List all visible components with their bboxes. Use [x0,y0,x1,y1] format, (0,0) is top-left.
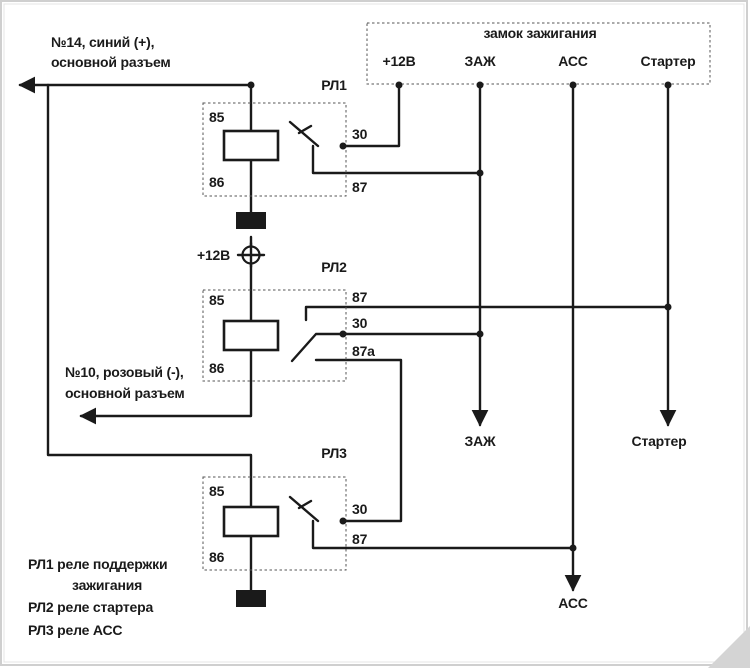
rl1-pin-87: 87 [352,179,368,195]
supply-12v-label: +12В [197,247,230,263]
rl1-coil [222,129,280,162]
rl1-pin-30: 30 [352,126,368,142]
wire-10-minus [79,348,253,425]
rl2-coil [222,319,280,352]
output-zazh-label: ЗАЖ [465,433,496,449]
rl2-box [202,289,347,382]
rl1-box [202,102,347,197]
wire14-label-line2: основной разъем [51,54,171,70]
node-switch-12v [395,81,403,89]
rl3-node-30 [339,517,347,525]
rl2-pin-87a: 87а [352,343,375,359]
ignition-switch-box [366,22,711,85]
output-starter-label: Стартер [632,433,687,449]
switch-terminal-zazh: ЗАЖ [465,53,496,69]
rl1-name: РЛ1 [321,77,347,93]
node-acc-rl3 [569,544,577,552]
rl2-node-30 [339,330,347,338]
rl3-name: РЛ3 [321,445,347,461]
wire-rl2-87a-rl3-30 [314,358,403,523]
rl2-pin-30: 30 [352,315,368,331]
rl3-box [202,476,347,571]
node-zazh-rl2 [476,330,484,338]
switch-terminal-acc: АСС [558,53,587,69]
rl3-coil [222,505,280,538]
legend-rl3: РЛ3 реле АСС [28,622,122,638]
rl3-ground-icon [236,590,266,607]
rl2-name: РЛ2 [321,259,347,275]
switch-terminal-starter: Стартер [641,53,696,69]
rl3-pin-87: 87 [352,531,368,547]
rl1-contact [288,120,320,148]
diagram-inner-frame [3,3,745,663]
ignition-switch-title: замок зажигания [483,25,596,41]
wire10-label-line1: №10, розовый (-), [65,364,184,380]
rl3-contact-hook [297,499,313,510]
node-wire14 [247,81,255,89]
node-zazh-rl1 [476,169,484,177]
rl1-pin-86: 86 [209,174,225,190]
wire-rl3-87-acc [311,519,575,550]
node-starter-rl2 [664,303,672,311]
node-switch-zazh [476,81,484,89]
switch-terminal-plus12v: +12В [382,53,415,69]
output-acc-label: АСС [558,595,587,611]
wire-rl1-87-zazh [311,144,482,175]
wire14-label-line1: №14, синий (+), [51,34,154,50]
node-switch-starter [664,81,672,89]
wire-switch-12v-rl1-30 [341,83,401,148]
rl3-pin-86: 86 [209,549,225,565]
wire-14-plus [46,83,253,509]
rl3-contact [288,495,320,523]
rl1-node-30 [339,142,347,150]
rl2-contact [290,332,345,363]
legend-rl2: РЛ2 реле стартера [28,599,153,615]
rl2-pin-86: 86 [209,360,225,376]
rl1-contact-hook [297,124,313,135]
rl1-ground-icon [236,212,266,229]
legend-rl1-line1: РЛ1 реле поддержки [28,556,167,572]
node-switch-acc [569,81,577,89]
legend-rl1-line2: зажигания [72,577,142,593]
rl1-pin-85: 85 [209,109,225,125]
rl3-pin-85: 85 [209,483,225,499]
supply-crosshair [236,241,266,269]
rl2-pin-85: 85 [209,292,225,308]
corner-fold [708,626,750,668]
rl2-pin-87: 87 [352,289,368,305]
wire10-label-line2: основной разъем [65,385,185,401]
rl3-pin-30: 30 [352,501,368,517]
wire-rl2-87-starter [304,305,670,322]
